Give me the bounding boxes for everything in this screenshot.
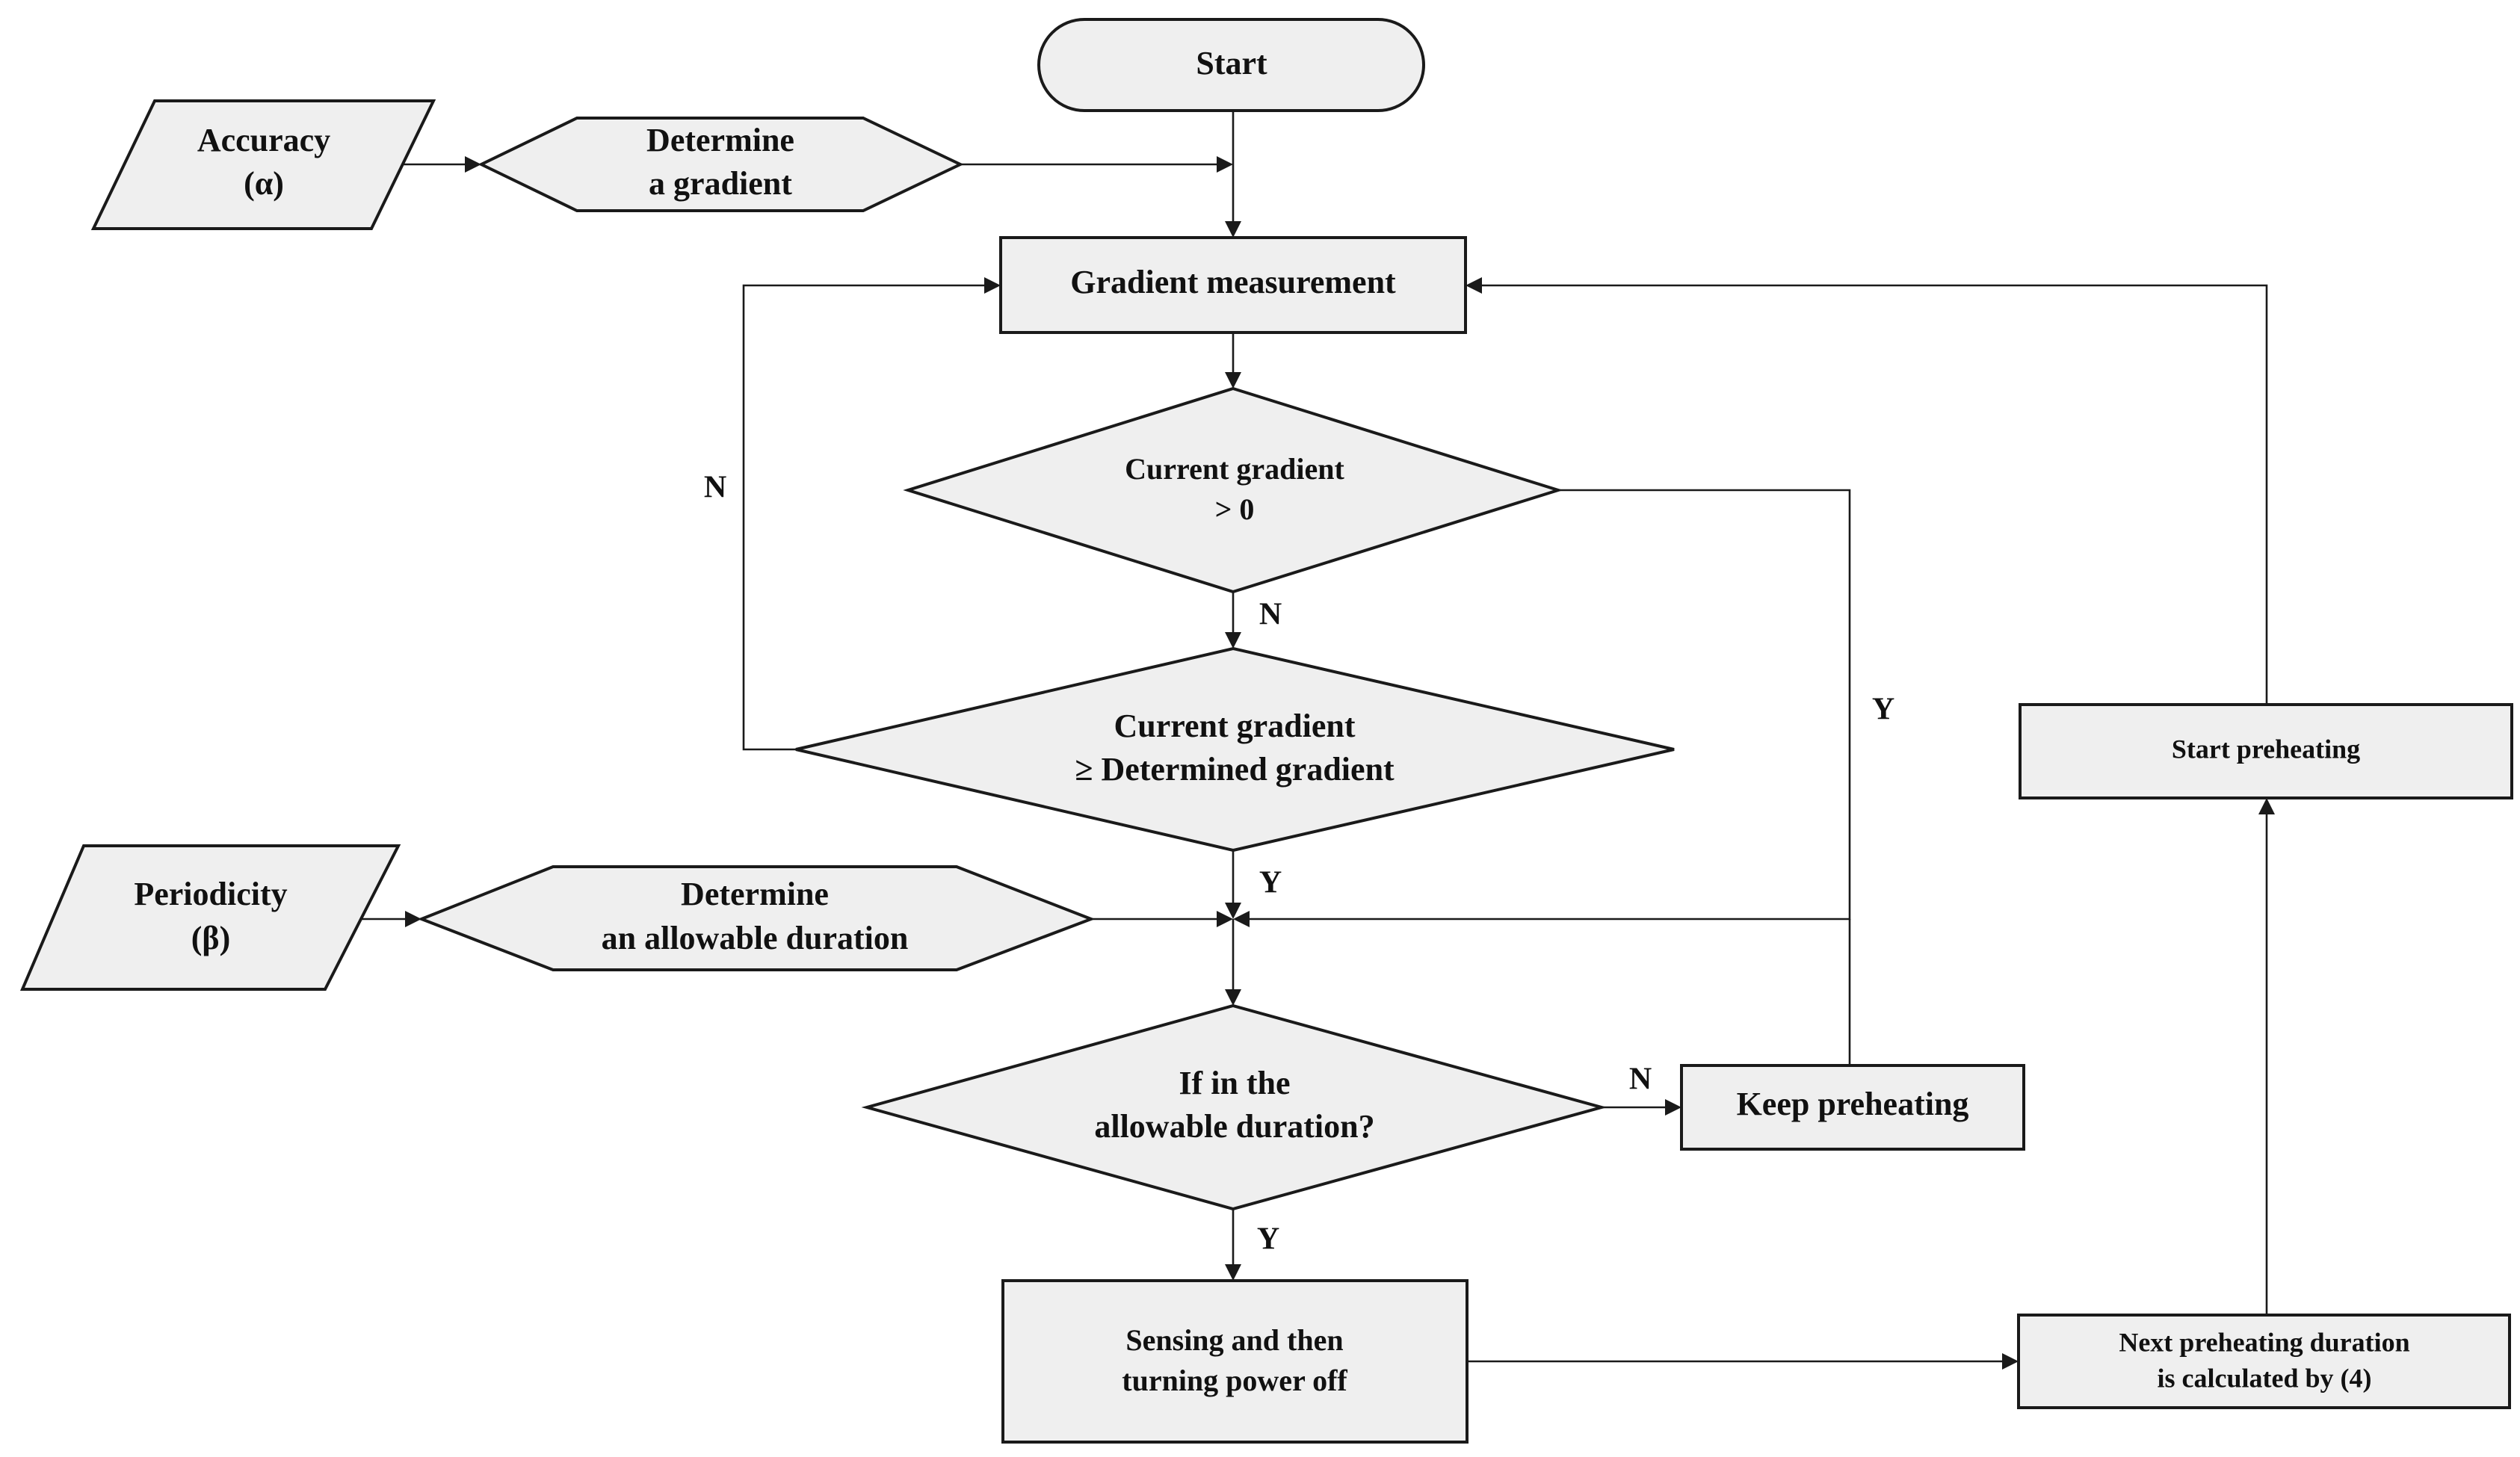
arrowhead — [1225, 1264, 1241, 1281]
next-duration-label-line1: Next preheating duration — [2119, 1327, 2409, 1357]
arrowhead — [984, 277, 1001, 294]
label-gt0-yes: Y — [1872, 693, 1894, 727]
label-gt0-no: N — [1259, 598, 1282, 632]
keep-preheating-label: Keep preheating — [1737, 1086, 1969, 1122]
determine-gradient-label-line1: Determine — [646, 122, 794, 158]
arrowhead — [1225, 221, 1241, 238]
arrowhead — [1233, 911, 1250, 927]
periodicity-label-line2: (β) — [191, 920, 231, 956]
periodicity-label-line1: Periodicity — [134, 876, 287, 912]
arrowhead — [1225, 372, 1241, 389]
accuracy-input: Accuracy (α) — [90, 99, 436, 230]
determine-duration-label-line1: Determine — [681, 876, 829, 912]
start-preheating-label: Start preheating — [2172, 734, 2360, 764]
decision-duration-label-line1: If in the — [1179, 1065, 1290, 1101]
connectors — [361, 111, 2275, 1370]
next-duration-process: Next preheating duration is calculated b… — [2017, 1314, 2511, 1409]
decision-ge-label-line2: ≥ Determined gradient — [1075, 751, 1395, 788]
decision-gt0-label-line2: > 0 — [1215, 492, 1255, 526]
edge-gt0-yes — [1250, 489, 1851, 921]
arrowhead — [1665, 1099, 1681, 1116]
gradient-measurement-label: Gradient measurement — [1070, 264, 1396, 300]
gradient-measurement-process: Gradient measurement — [999, 236, 1467, 334]
label-ge-no: N — [704, 471, 726, 505]
determine-gradient-process: Determine a gradient — [478, 117, 964, 212]
arrowhead — [1225, 903, 1241, 919]
sensing-label-line1: Sensing and then — [1125, 1323, 1343, 1357]
arrowhead — [1217, 911, 1233, 927]
label-duration-yes: Y — [1257, 1222, 1279, 1257]
start-label: Start — [1196, 45, 1267, 81]
arrowhead — [1466, 277, 1482, 294]
decision-gradient-positive: Current gradient > 0 — [903, 386, 1563, 594]
decision-ge-label-line1: Current gradient — [1114, 708, 1355, 744]
decision-duration-label-line2: allowable duration? — [1094, 1108, 1374, 1145]
arrowhead — [405, 911, 421, 927]
decision-gradient-threshold: Current gradient ≥ Determined gradient — [795, 646, 1675, 853]
decision-gt0-label-line1: Current gradient — [1125, 452, 1344, 486]
sensing-label-line2: turning power off — [1122, 1364, 1347, 1397]
arrowhead — [2258, 798, 2275, 814]
start-terminator: Start — [1037, 18, 1425, 112]
next-duration-label-line2: is calculated by (4) — [2158, 1363, 2372, 1393]
arrowhead — [2002, 1353, 2019, 1370]
arrowhead — [465, 156, 481, 173]
label-duration-no: N — [1629, 1062, 1652, 1097]
label-ge-yes: Y — [1259, 866, 1282, 900]
start-preheating-process: Start preheating — [2019, 703, 2513, 799]
edge-start-preheating-to-measurement — [1482, 284, 2268, 705]
decision-within-duration: If in the allowable duration? — [861, 1003, 1608, 1211]
arrowhead — [1225, 632, 1241, 649]
determine-duration-label-line2: an allowable duration — [602, 920, 909, 956]
accuracy-label-line2: (α) — [244, 165, 284, 202]
determine-gradient-label-line2: a gradient — [649, 165, 792, 202]
arrowhead — [1217, 156, 1233, 173]
keep-preheating-process: Keep preheating — [1680, 1064, 2025, 1151]
edge-labels: N Y N Y N Y — [704, 471, 1894, 1257]
periodicity-input: Periodicity (β) — [19, 844, 401, 991]
determine-duration-process: Determine an allowable duration — [417, 865, 1096, 971]
sensing-process: Sensing and then turning power off — [1001, 1279, 1469, 1444]
accuracy-label-line1: Accuracy — [197, 122, 330, 158]
edge-ge-no — [742, 284, 984, 751]
arrowhead — [1225, 989, 1241, 1006]
